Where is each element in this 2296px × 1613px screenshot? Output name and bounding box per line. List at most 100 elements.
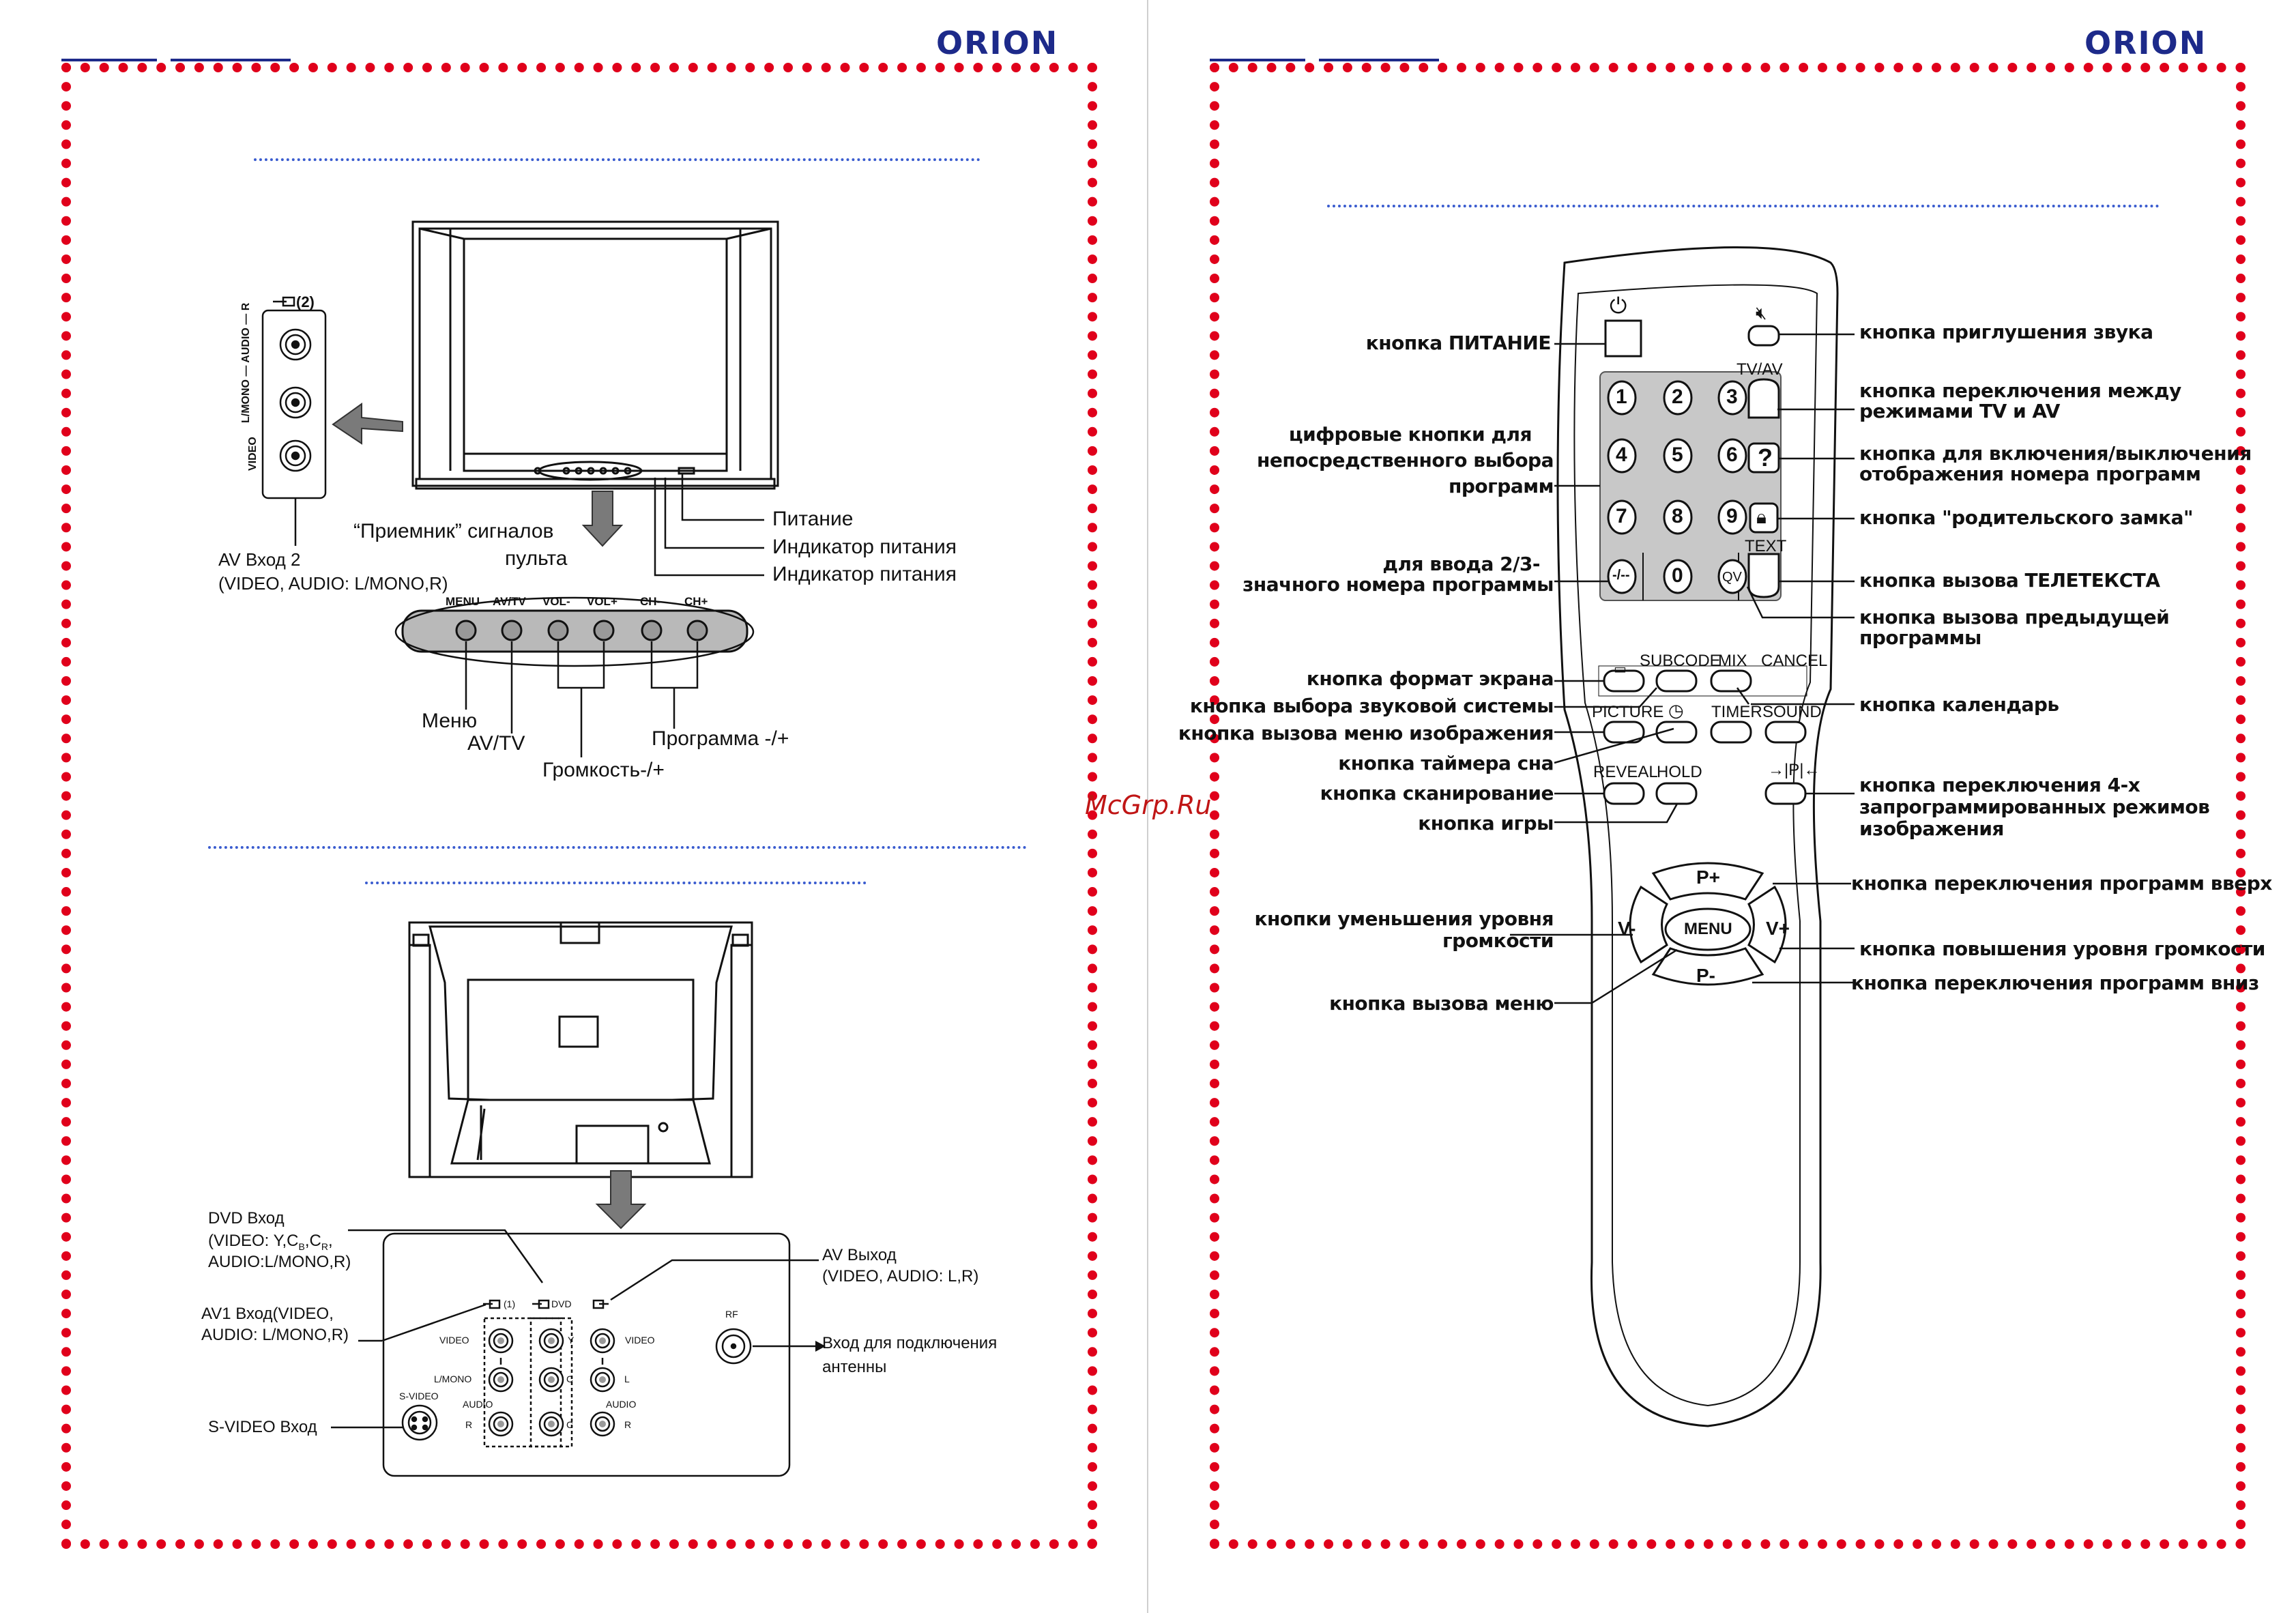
volume-callout: Громкость-/+ [542, 759, 665, 781]
jack-label-rf: RF [725, 1309, 738, 1320]
digit-3: 3 [1726, 386, 1738, 408]
remote-btn-p-plus: P+ [1696, 867, 1721, 888]
power-indicator-label-2: Индикатор питания [772, 563, 957, 585]
panel-label-ch-minus: CH- [640, 595, 661, 608]
callout-program-up: кнопка переключения программ вверх [1851, 872, 2272, 895]
remote-illustration [1510, 246, 1855, 1427]
section-rule-front [254, 158, 980, 161]
panel-label-menu: MENU [446, 595, 480, 608]
callout-picture-modes-1: кнопка переключения 4-х [1859, 774, 2140, 796]
callout-dash-2: значного номера программы [1243, 573, 1554, 596]
remote-btn-question: ? [1758, 444, 1773, 471]
digit-7: 7 [1616, 505, 1627, 527]
av-input-2-detail: (VIDEO, AUDIO: L/MONO,R) [218, 573, 448, 594]
program-callout: Программа -/+ [652, 727, 789, 750]
digit-6: 6 [1726, 444, 1738, 466]
remote-btn-picture: PICTURE [1592, 703, 1664, 721]
menu-callout: Меню [422, 710, 478, 732]
callout-program-down: кнопка переключения программ вниз [1851, 972, 2259, 994]
digit-2: 2 [1672, 386, 1683, 408]
callout-digits-1: цифровые кнопки для [1288, 423, 1532, 446]
callout-sound-system: кнопка выбора звуковой системы [1189, 695, 1554, 717]
callout-power: кнопка ПИТАНИЕ [1365, 332, 1552, 354]
callout-tvav-2: режимами TV и AV [1859, 400, 2060, 422]
callout-game: кнопка игры [1418, 812, 1554, 834]
callout-previous-program-2: программы [1859, 626, 1981, 649]
remote-btn-mix: MIX [1718, 652, 1747, 670]
digit-0: 0 [1672, 564, 1683, 587]
jack-label-audio-in: AUDIO [463, 1399, 493, 1410]
side-jack-panel [261, 296, 327, 546]
av-output-detail: (VIDEO, AUDIO: L,R) [822, 1267, 979, 1285]
callout-menu: кнопка вызова меню [1329, 992, 1554, 1015]
header-rule-2 [171, 55, 291, 61]
digit-9: 9 [1726, 505, 1738, 527]
remote-btn-hold: HOLD [1657, 763, 1702, 781]
jack-label-in1: (1) [504, 1298, 516, 1309]
jack-label-cb: C [566, 1374, 574, 1384]
front-callout-lines [654, 474, 764, 577]
remote-btn-timer: TIMER [1711, 703, 1762, 721]
jack-label-r-in: R [465, 1419, 473, 1430]
callout-teletext: кнопка вызова ТЕЛЕТЕКСТА [1859, 569, 2160, 592]
av-output-label: AV Выход [822, 1246, 897, 1264]
left-dotted-frame [61, 63, 1097, 1549]
jack-label-y: Y [568, 1335, 575, 1346]
remote-btn-reveal: REVEAL [1593, 763, 1658, 781]
callout-sleep-timer: кнопка таймера сна [1338, 752, 1554, 774]
antenna-input-label: Вход для подключения [822, 1334, 998, 1352]
lock-icon: 🔒︎ [1756, 506, 1767, 527]
digit-5: 5 [1672, 444, 1683, 466]
digit-1: 1 [1616, 386, 1627, 408]
header-rule-4 [1319, 55, 1439, 61]
remote-btn-text: TEXT [1745, 537, 1787, 555]
right-page: ORION [1148, 0, 2296, 1613]
dvd-input-label: DVD Вход [208, 1209, 285, 1227]
jack-label-svideo: S-VIDEO [399, 1391, 439, 1401]
av-input-2-label: AV Вход 2 [218, 549, 301, 570]
remote-btn-sound: SOUND [1762, 703, 1822, 721]
power-label: Питание [772, 508, 854, 530]
screen-format-icon: ▭ [1614, 662, 1627, 677]
rear-callout-lines [331, 1229, 819, 1429]
rear-connector-panel [382, 1232, 791, 1477]
right-dotted-frame [1210, 63, 2246, 1549]
down-arrow-front [581, 491, 624, 547]
callout-parental-lock: кнопка "родительского замка" [1859, 506, 2194, 529]
callout-tvav-1: кнопка переключения между [1859, 379, 2181, 402]
panel-label-ch-plus: CH+ [684, 595, 708, 608]
callout-scan: кнопка сканирование [1320, 782, 1554, 804]
remote-btn-tvav: TV/AV [1736, 360, 1783, 379]
callout-picture-menu: кнопка вызова меню изображения [1178, 722, 1554, 744]
section-rule-remote [1327, 205, 2160, 207]
left-page: ORION [61, 25, 1097, 1549]
tv-back-illustration [408, 921, 753, 1178]
av1-input-detail: AUDIO: L/MONO,R) [201, 1326, 349, 1344]
jack-label-cr: C [566, 1419, 574, 1430]
panel-label-avtv: AV/TV [493, 595, 526, 608]
power-icon: ⏻ [1610, 293, 1627, 318]
remote-btn-v-minus: V- [1618, 918, 1636, 939]
jack-label-video-in: VIDEO [439, 1335, 469, 1346]
jack-label-dvd: DVD [551, 1298, 572, 1309]
tv-front-illustration [411, 220, 779, 490]
dvd-input-detail: (VIDEO: Y,CB,CR, [208, 1232, 333, 1252]
remote-btn-v-plus: V+ [1766, 918, 1790, 939]
callout-number-display-1: кнопка для включения/выключения [1859, 442, 2252, 465]
remote-btn-menu: MENU [1684, 920, 1732, 938]
jack-label-audio-out: AUDIO [606, 1399, 637, 1410]
left-arrow [332, 403, 403, 445]
power-indicator-label-1: Индикатор питания [772, 536, 957, 558]
side-audio-jack-label: L/MONO — AUDIO — R [240, 302, 252, 423]
sleep-timer-icon: ◷ [1668, 700, 1684, 721]
dvd-input-detail-audio: AUDIO:L/MONO,R) [208, 1253, 351, 1271]
control-panel-illustration [401, 609, 749, 653]
panel-label-vol-plus: VOL+ [587, 595, 617, 608]
control-callout-lines [465, 641, 699, 757]
avtv-callout: AV/TV [467, 732, 525, 755]
antenna-input-label-line2: антенны [822, 1358, 887, 1376]
jack-label-l-out: L [624, 1374, 630, 1384]
callout-screen-format: кнопка формат экрана [1306, 667, 1554, 690]
callout-previous-program-1: кнопка вызова предыдущей [1859, 606, 2170, 628]
tv-drawings [261, 220, 826, 1477]
